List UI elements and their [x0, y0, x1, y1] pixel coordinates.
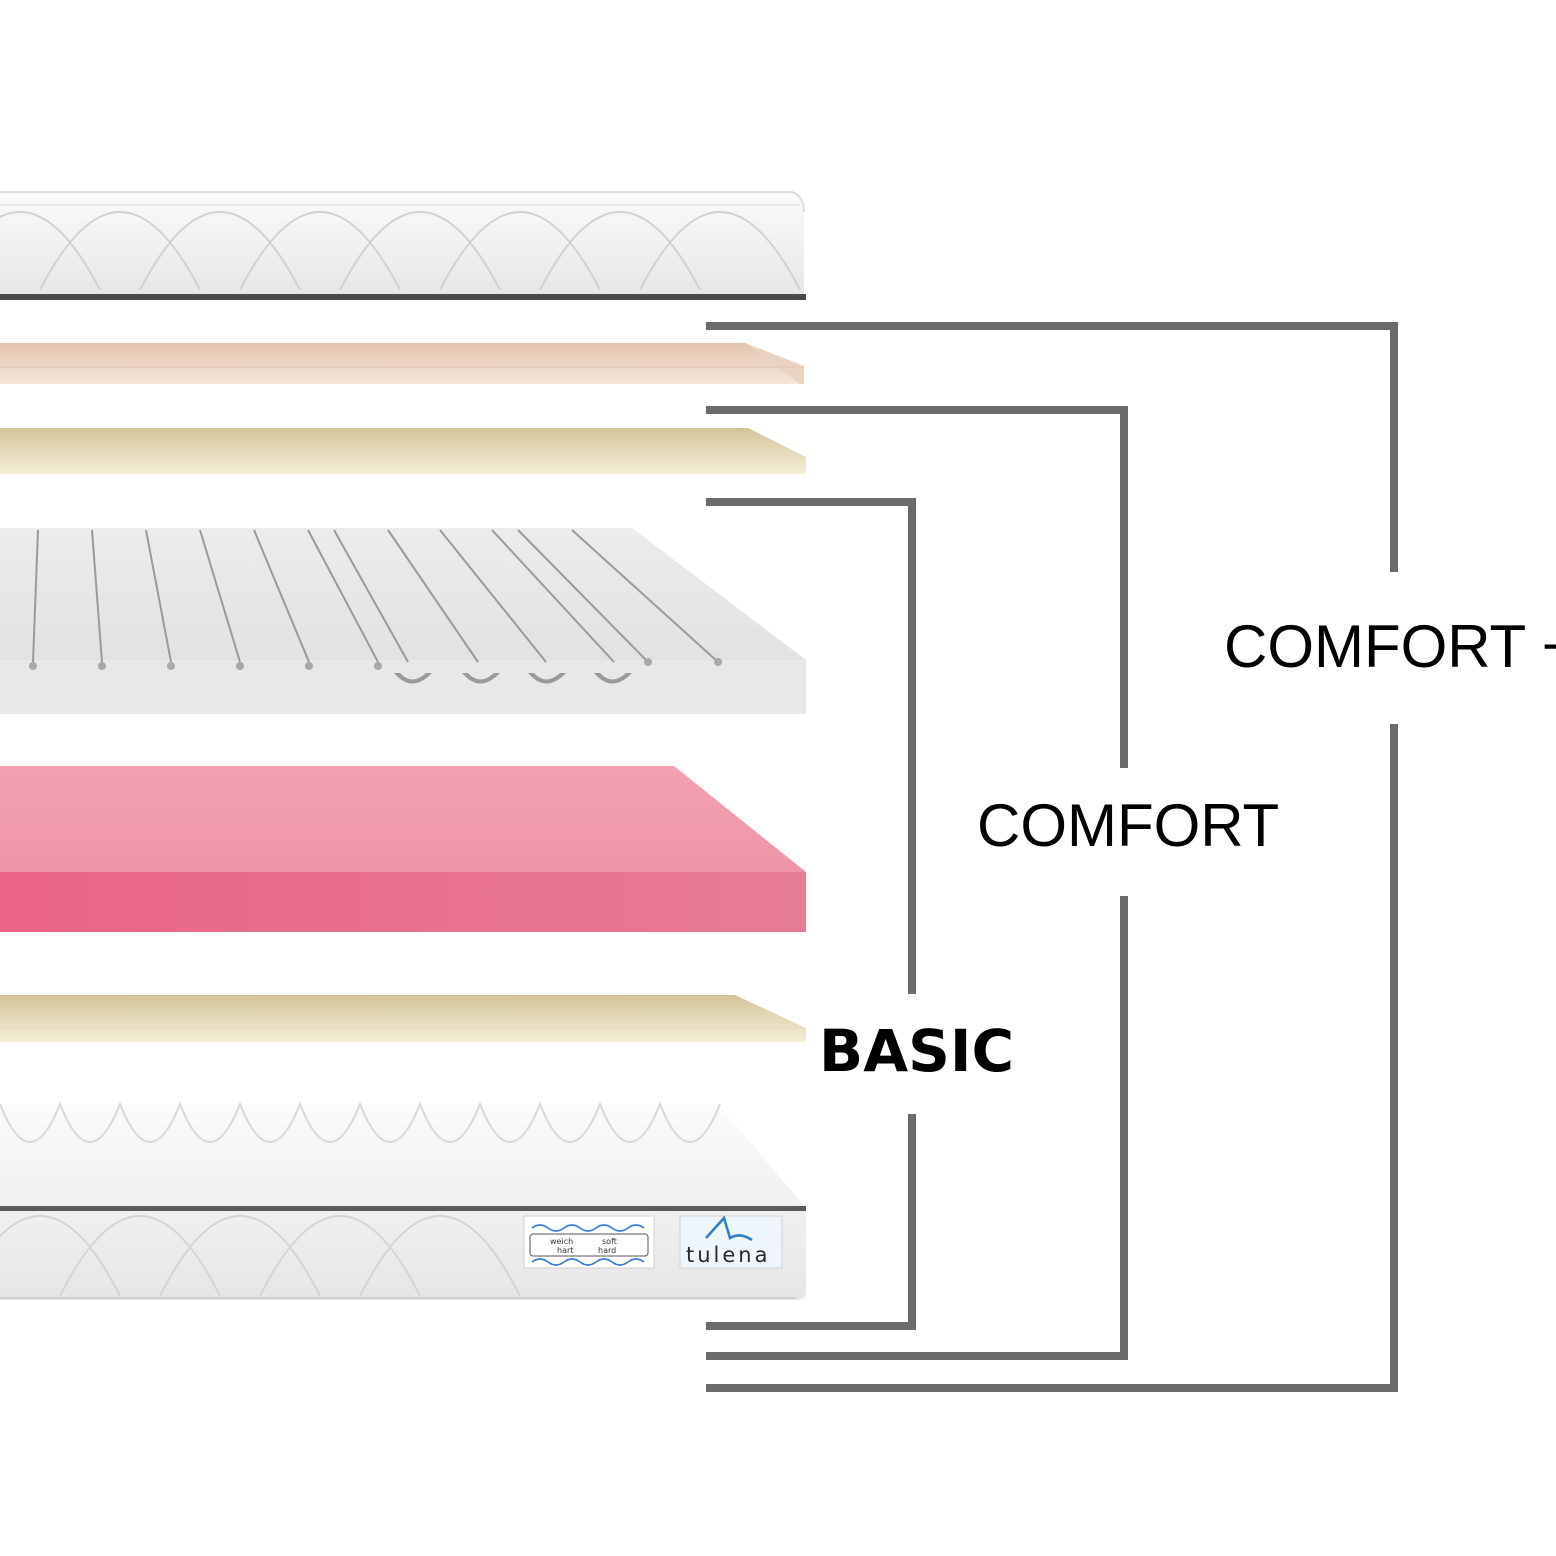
brand-tag: tulena: [679, 1215, 783, 1269]
memory-foam-layer-upper: [0, 428, 806, 474]
hardness-tag-weich: weich: [550, 1237, 573, 1246]
label-comfort-plus: COMFORT +: [1224, 613, 1556, 680]
hardness-tag-hart: hart: [557, 1246, 573, 1255]
brand-name: tulena: [686, 1243, 770, 1267]
hardness-tag-hard: hard: [598, 1246, 616, 1255]
brackets: [706, 322, 1398, 1392]
hardness-tag-soft: soft: [602, 1237, 617, 1246]
cold-foam-core-layer: [0, 528, 806, 714]
label-basic: BASIC: [819, 1017, 1014, 1085]
pink-foam-layer: [0, 766, 806, 932]
memory-foam-layer-lower: [0, 995, 806, 1042]
label-comfort: COMFORT: [977, 792, 1279, 859]
bracket-comfort: [706, 406, 1128, 1360]
bracket-basic: [706, 498, 916, 1330]
brand-logo-icon: [705, 1215, 753, 1242]
latex-layer: [0, 343, 804, 384]
bracket-comfort-plus: [706, 322, 1398, 1392]
top-cover-layer: [0, 191, 806, 300]
hardness-tag: weich hart soft hard: [523, 1215, 655, 1269]
bottom-cover-layer: [0, 1101, 806, 1300]
